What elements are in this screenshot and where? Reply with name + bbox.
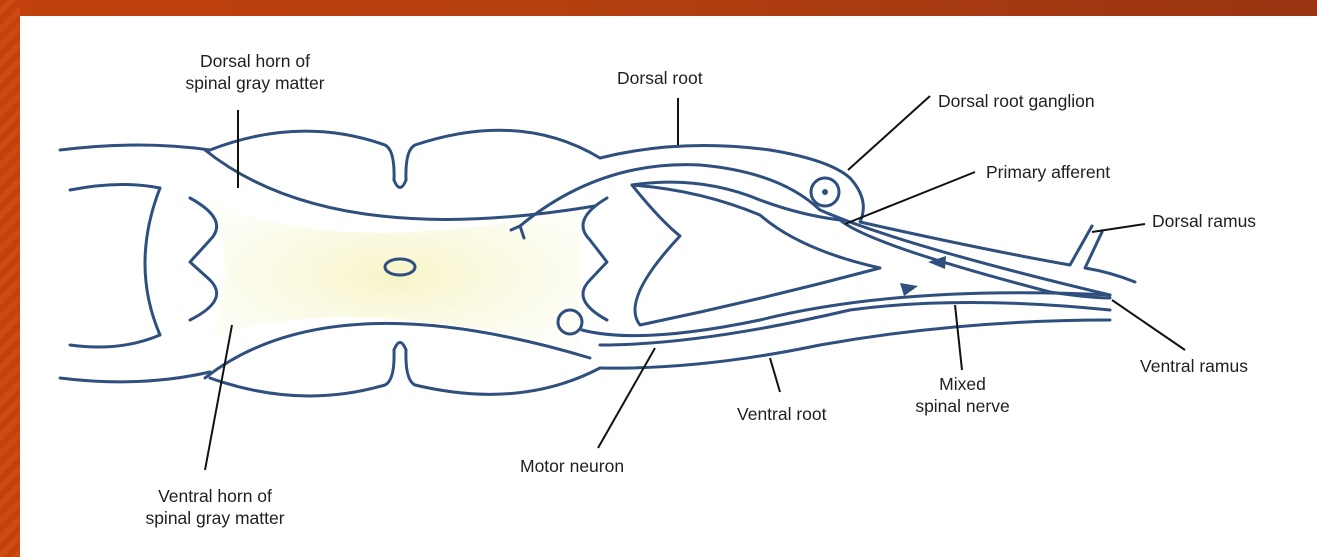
label-motor-neuron: Motor neuron [520, 455, 624, 477]
label-mixed-spinal-nerve-line2: spinal nerve [900, 395, 1025, 417]
label-dorsal-horn-line2: spinal gray matter [150, 72, 360, 94]
label-primary-afferent: Primary afferent [986, 161, 1110, 183]
dorsal-outline-right [406, 130, 600, 180]
left-segment-bottom-edge [60, 372, 210, 382]
motor-neuron-axon [582, 293, 1110, 336]
label-dorsal-horn: Dorsal horn of spinal gray matter [150, 50, 360, 94]
label-ventral-horn-line1: Ventral horn of [110, 485, 320, 507]
ventral-root-outer [600, 320, 1110, 368]
dorsal-ramus-branch [1085, 232, 1135, 282]
dorsal-sulcus [394, 180, 406, 188]
ventral-outline-right [406, 350, 600, 394]
motor-arrow [900, 283, 918, 296]
leader-primary-afferent [845, 172, 975, 224]
label-mixed-spinal-nerve-line1: Mixed [900, 373, 1025, 395]
left-segment-inner-bottom [70, 335, 160, 347]
left-segment-left-wall [145, 188, 160, 335]
label-dorsal-root-ganglion: Dorsal root ganglion [938, 90, 1095, 112]
label-mixed-spinal-nerve: Mixed spinal nerve [900, 373, 1025, 417]
label-dorsal-ramus: Dorsal ramus [1152, 210, 1256, 232]
label-ventral-horn-line2: spinal gray matter [110, 507, 320, 529]
leader-dorsal-root-ganglion [848, 96, 930, 170]
label-ventral-ramus: Ventral ramus [1140, 355, 1248, 377]
left-segment-top-edge [60, 145, 210, 150]
label-dorsal-horn-line1: Dorsal horn of [150, 50, 360, 72]
leader-mixed-spinal-nerve [955, 305, 962, 370]
ventral-sulcus [394, 343, 406, 351]
leader-ventral-ramus [1112, 300, 1185, 350]
leader-ventral-horn [205, 325, 232, 470]
left-segment-inner-top [70, 184, 160, 190]
right-segment-notch [583, 198, 607, 320]
label-ventral-root: Ventral root [737, 403, 827, 425]
ganglion-nucleus [822, 189, 828, 195]
leader-ventral-root [770, 358, 780, 392]
leader-dorsal-ramus [1092, 224, 1145, 232]
left-segment-notch [190, 198, 217, 320]
label-dorsal-root: Dorsal root [617, 67, 703, 89]
dorsal-root-inner [632, 182, 1110, 298]
label-ventral-horn: Ventral horn of spinal gray matter [110, 485, 320, 529]
leader-motor-neuron [598, 348, 655, 448]
dorsal-horn-curve [205, 150, 595, 219]
